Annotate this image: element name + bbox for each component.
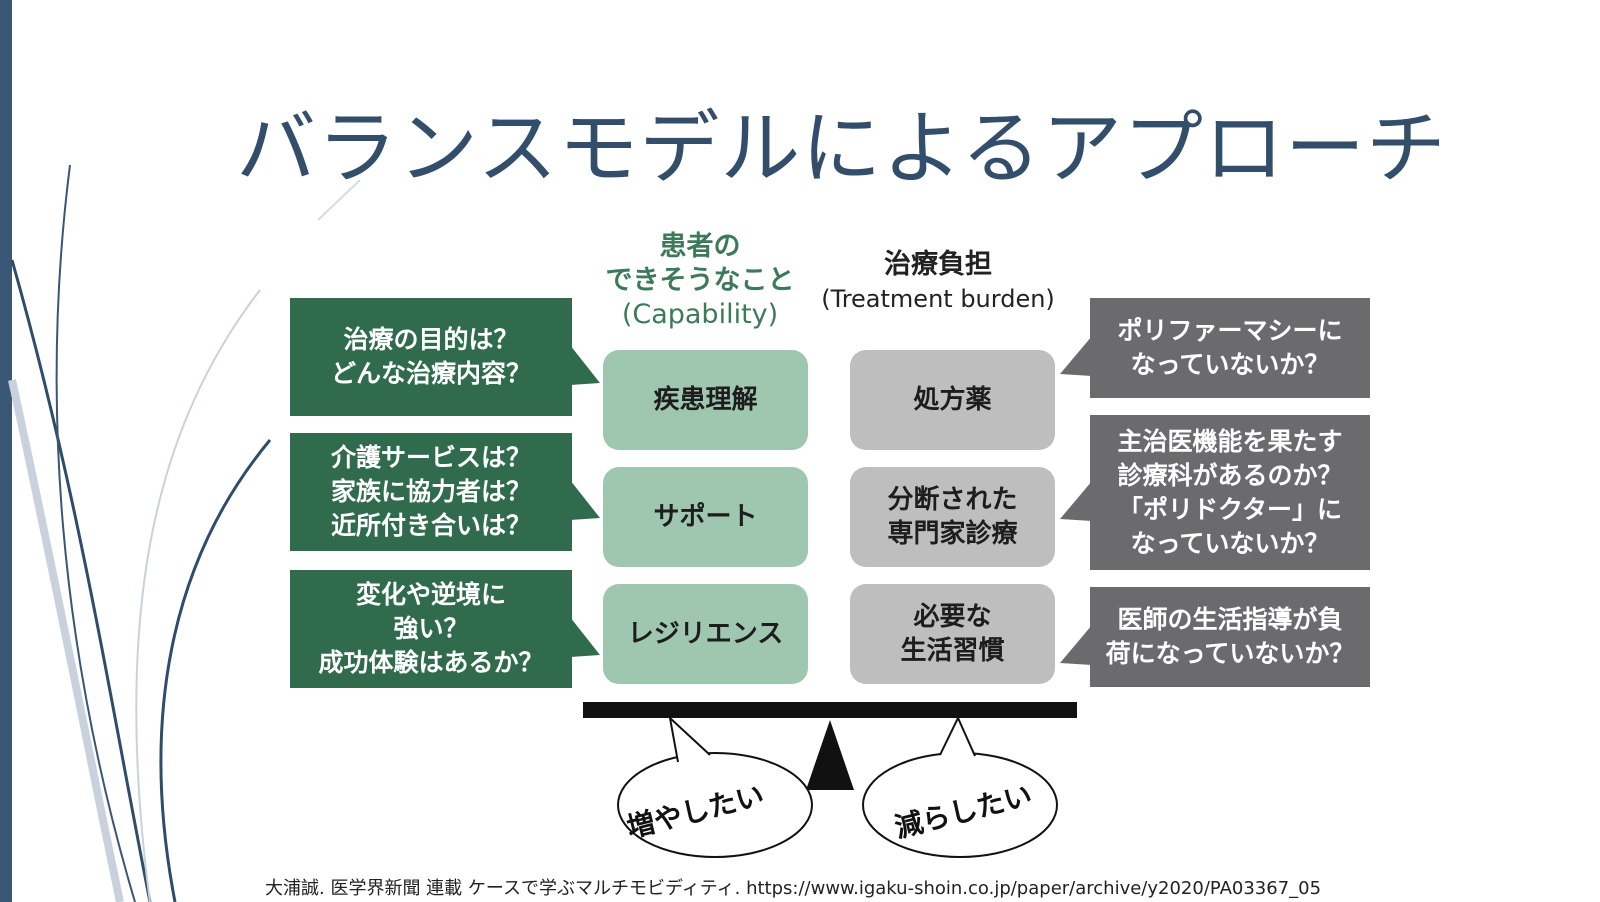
- capability-item-support: サポート: [603, 467, 808, 567]
- burden-heading: 治療負担 (Treatment burden): [818, 248, 1058, 316]
- scale-beam: [583, 702, 1077, 718]
- capability-question-understanding: 治療の目的は？ どんな治療内容？: [290, 298, 572, 416]
- capability-heading-line1: 患者の: [659, 231, 741, 262]
- capability-question-support: 介護サービスは？ 家族に協力者は？ 近所付き合いは？: [290, 433, 572, 551]
- burden-item-fragmented-care: 分断された 専門家診療: [850, 467, 1055, 567]
- bubble-decrease-tail: [939, 715, 976, 757]
- bubble-increase: [617, 752, 813, 858]
- burden-item-prescriptions: 処方薬: [850, 350, 1055, 450]
- scale-fulcrum: [806, 720, 854, 790]
- slide-title: バランスモデルによるアプローチ: [236, 102, 1447, 195]
- capability-item-resilience: レジリエンス: [603, 584, 808, 684]
- capability-heading: 患者の できそうなこと (Capability): [596, 230, 804, 332]
- burden-question-polypharmacy: ポリファーマシーに なっていないか？: [1090, 298, 1370, 398]
- scale-graphic: [617, 715, 1058, 858]
- burden-heading-line1: 治療負担: [884, 249, 992, 280]
- decorative-curves: [8, 164, 361, 902]
- capability-item-disease-understanding: 疾患理解: [603, 350, 808, 450]
- burden-question-polydoctor: 主治医機能を果たす 診療科があるのか？ 「ポリドクター」に なっていないか？: [1090, 415, 1370, 570]
- citation: 大浦誠. 医学界新聞 連載 ケースで学ぶマルチモビディティ. https://w…: [265, 878, 1322, 899]
- bubble-increase-tail: [668, 715, 711, 763]
- burden-item-lifestyle: 必要な 生活習慣: [850, 584, 1055, 684]
- left-accent-bar: [0, 0, 12, 902]
- burden-heading-en: (Treatment burden): [821, 285, 1055, 313]
- capability-heading-en: (Capability): [621, 299, 779, 330]
- burden-question-lifestyle: 医師の生活指導が負 荷になっていないか？: [1090, 587, 1370, 687]
- capability-heading-line2: できそうなこと: [605, 265, 795, 296]
- capability-question-resilience: 変化や逆境に 強い？ 成功体験はあるか？: [290, 570, 572, 688]
